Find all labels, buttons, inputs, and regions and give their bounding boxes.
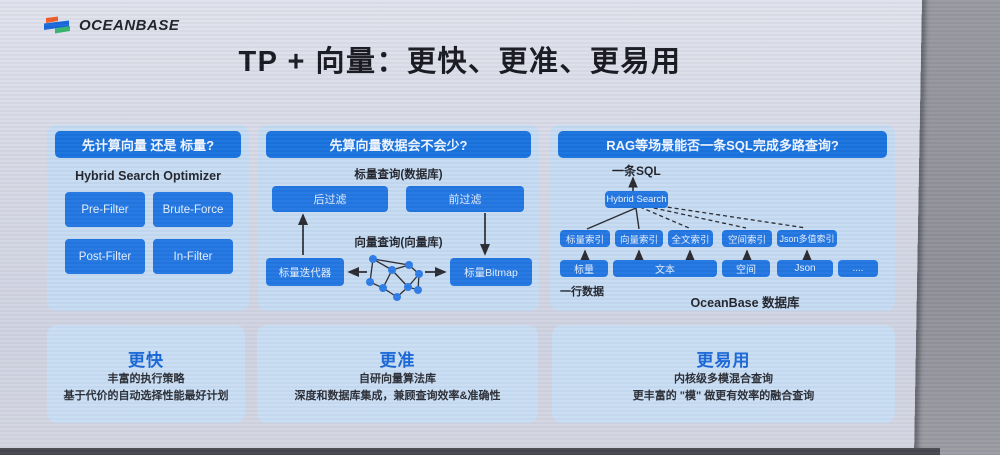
line-hybrid-fulltext-index xyxy=(639,206,690,229)
panel-filter-flow: 先算向量数据会不会少? 标量查询(数据库) 后过滤 前过滤 向量查询(向量库) … xyxy=(258,125,539,311)
screen-bottom-edge xyxy=(0,448,940,455)
benefit-more-accurate-line2: 深度和数据库集成，兼顾查询效率&准确性 xyxy=(294,389,501,402)
json-multi-index-box: Json多值索引 xyxy=(777,230,837,247)
benefit-faster-line1: 丰富的执行策略 xyxy=(107,373,185,385)
pre-filter-button: Pre-Filter xyxy=(65,192,145,227)
oceanbase-logo-text: OCEANBASE xyxy=(79,16,180,34)
oceanbase-db-label: OceanBase 数据库 xyxy=(690,296,800,310)
scalar-index-box: 标量索引 xyxy=(560,230,610,247)
pre-filter-box: 前过滤 xyxy=(406,186,524,212)
wall-background xyxy=(913,0,1000,455)
slide-title: TP + 向量：更快、更准、更易用 xyxy=(238,46,682,78)
line-hybrid-scalar-index xyxy=(586,207,637,230)
benefit-easier: 更易用 内核级多模混合查询 更丰富的 "模" 做更有效率的融合查询 xyxy=(552,325,895,423)
post-filter-button: Post-Filter xyxy=(65,239,145,274)
line-hybrid-vector-index xyxy=(635,207,640,230)
panel-optimizer-header: 先计算向量 还是 标量? xyxy=(55,131,241,158)
benefit-more-accurate: 更准 自研向量算法库 深度和数据库集成，兼顾查询效率&准确性 xyxy=(257,325,538,423)
spatial-column-box: 空间 xyxy=(722,260,770,277)
benefit-faster: 更快 丰富的执行策略 基于代价的自动选择性能最好计划 xyxy=(47,325,245,423)
one-sql-label: 一条SQL xyxy=(612,164,661,178)
benefit-faster-title: 更快 xyxy=(128,351,164,370)
vector-graph-nodes xyxy=(366,255,423,301)
post-filter-box: 后过滤 xyxy=(272,186,388,212)
benefit-easier-line2: 更丰富的 "模" 做更有效率的融合查询 xyxy=(632,389,815,402)
in-filter-button: In-Filter xyxy=(153,239,233,274)
text-column-box: 文本 xyxy=(613,260,717,277)
brute-force-button: Brute-Force xyxy=(153,192,233,227)
benefit-easier-line1: 内核级多模混合查询 xyxy=(674,373,773,385)
panel-filter-flow-header: 先算向量数据会不会少? xyxy=(266,131,531,158)
panel-rag-query: RAG等场景能否一条SQL完成多路查询? 一条SQL Hybrid Search… xyxy=(550,125,895,311)
panel-optimizer: 先计算向量 还是 标量? Hybrid Search Optimizer Pre… xyxy=(47,125,249,311)
scalar-iterator-box: 标量迭代器 xyxy=(266,258,344,286)
benefit-faster-line2: 基于代价的自动选择性能最好计划 xyxy=(63,389,229,402)
vector-index-box: 向量索引 xyxy=(615,230,663,247)
spatial-index-box: 空间索引 xyxy=(722,230,772,247)
fulltext-index-box: 全文索引 xyxy=(668,230,713,247)
benefit-easier-title: 更易用 xyxy=(696,351,751,370)
vector-query-label: 向量查询(向量库) xyxy=(354,237,443,249)
hybrid-search-box: Hybrid Search xyxy=(605,191,668,208)
hybrid-search-optimizer-label: Hybrid Search Optimizer xyxy=(75,169,221,183)
benefit-more-accurate-line1: 自研向量算法库 xyxy=(359,373,436,385)
filter-flow-diagram xyxy=(297,213,491,301)
one-row-label: 一行数据 xyxy=(560,286,604,298)
oceanbase-logo: OCEANBASE xyxy=(42,15,179,35)
panel-rag-header: RAG等场景能否一条SQL完成多路查询? xyxy=(558,131,887,158)
scalar-column-box: 标量 xyxy=(560,260,608,277)
scalar-query-label: 标量查询(数据库) xyxy=(354,169,443,181)
scalar-bitmap-box: 标量Bitmap xyxy=(450,258,532,286)
rag-diagram xyxy=(580,176,812,261)
json-column-box: Json xyxy=(777,260,833,277)
oceanbase-logo-icon xyxy=(44,16,70,34)
more-columns-box: .... xyxy=(838,260,878,277)
benefit-more-accurate-title: 更准 xyxy=(379,351,416,370)
